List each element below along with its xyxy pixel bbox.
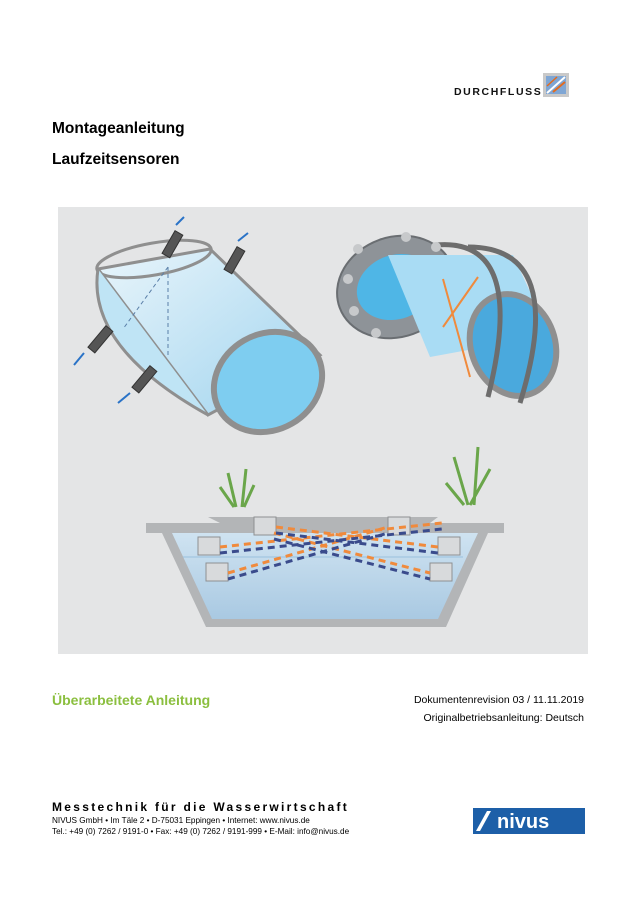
- pipe-right-illustration: [336, 232, 560, 404]
- original-language-note: Originalbetriebsanleitung: Deutsch: [423, 712, 584, 724]
- nivus-logo: nivus: [473, 808, 585, 834]
- flow-category-icon: [543, 73, 569, 97]
- pipe-left-illustration: [73, 216, 326, 436]
- page-title: Montageanleitung: [52, 120, 185, 137]
- document-revision: Dokumentenrevision 03 / 11.11.2019: [413, 694, 584, 706]
- sensor-illustration: [58, 207, 588, 654]
- revised-instructions-label: Überarbeitete Anleitung: [52, 692, 211, 708]
- company-contact: Tel.: +49 (0) 7262 / 9191-0 • Fax: +49 (…: [52, 827, 350, 836]
- category-label: DURCHFLUSS: [454, 86, 543, 98]
- company-address: NIVUS GmbH • Im Täle 2 • D-75031 Eppinge…: [52, 816, 310, 825]
- company-tagline: Messtechnik für die Wasserwirtschaft: [52, 800, 350, 814]
- logo-text: nivus: [497, 811, 549, 833]
- page-subtitle: Laufzeitsensoren: [52, 151, 180, 168]
- channel-illustration: [146, 446, 504, 627]
